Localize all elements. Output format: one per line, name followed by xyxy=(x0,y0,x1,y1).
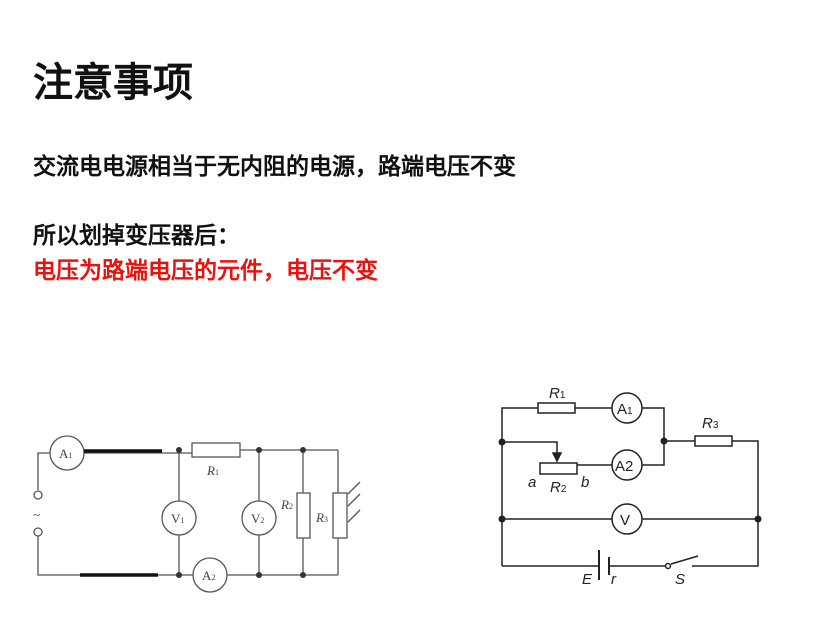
rheostat-r2-label: R2 xyxy=(550,479,567,496)
text-line-highlight: 电压为路端电压的元件，电压不变 xyxy=(33,258,378,284)
resistor-r3-label: R3 xyxy=(702,415,719,432)
ammeter-a2-label: A2 xyxy=(202,568,215,583)
text-line-1: 交流电电源相当于无内阻的电源，路端电压不变 xyxy=(33,154,516,180)
voltmeter-label: V xyxy=(620,512,630,529)
terminal-a-label: a xyxy=(528,474,536,491)
voltmeter-v1-label: V1 xyxy=(171,511,184,526)
resistor-r3-label: R3 xyxy=(315,510,328,525)
terminal-b-label: b xyxy=(581,474,589,491)
slide-title: 注意事项 xyxy=(33,60,193,106)
internal-resistance-label: r xyxy=(611,571,617,588)
ammeter-a2-label: A2 xyxy=(615,458,633,475)
resistor-r1-label: R1 xyxy=(549,385,566,402)
text-line-2: 所以划掉变压器后： xyxy=(33,223,240,249)
ammeter-a1-label: A1 xyxy=(59,446,72,461)
voltmeter-v2-label: V2 xyxy=(251,511,264,526)
resistor-r1-label: R1 xyxy=(206,463,219,478)
resistor-r2-label: R2 xyxy=(280,497,293,512)
ac-source-symbol: ~ xyxy=(33,507,40,522)
switch-label: S xyxy=(675,571,685,588)
emf-label: E xyxy=(582,571,593,588)
ammeter-a1-label: A1 xyxy=(617,401,633,418)
